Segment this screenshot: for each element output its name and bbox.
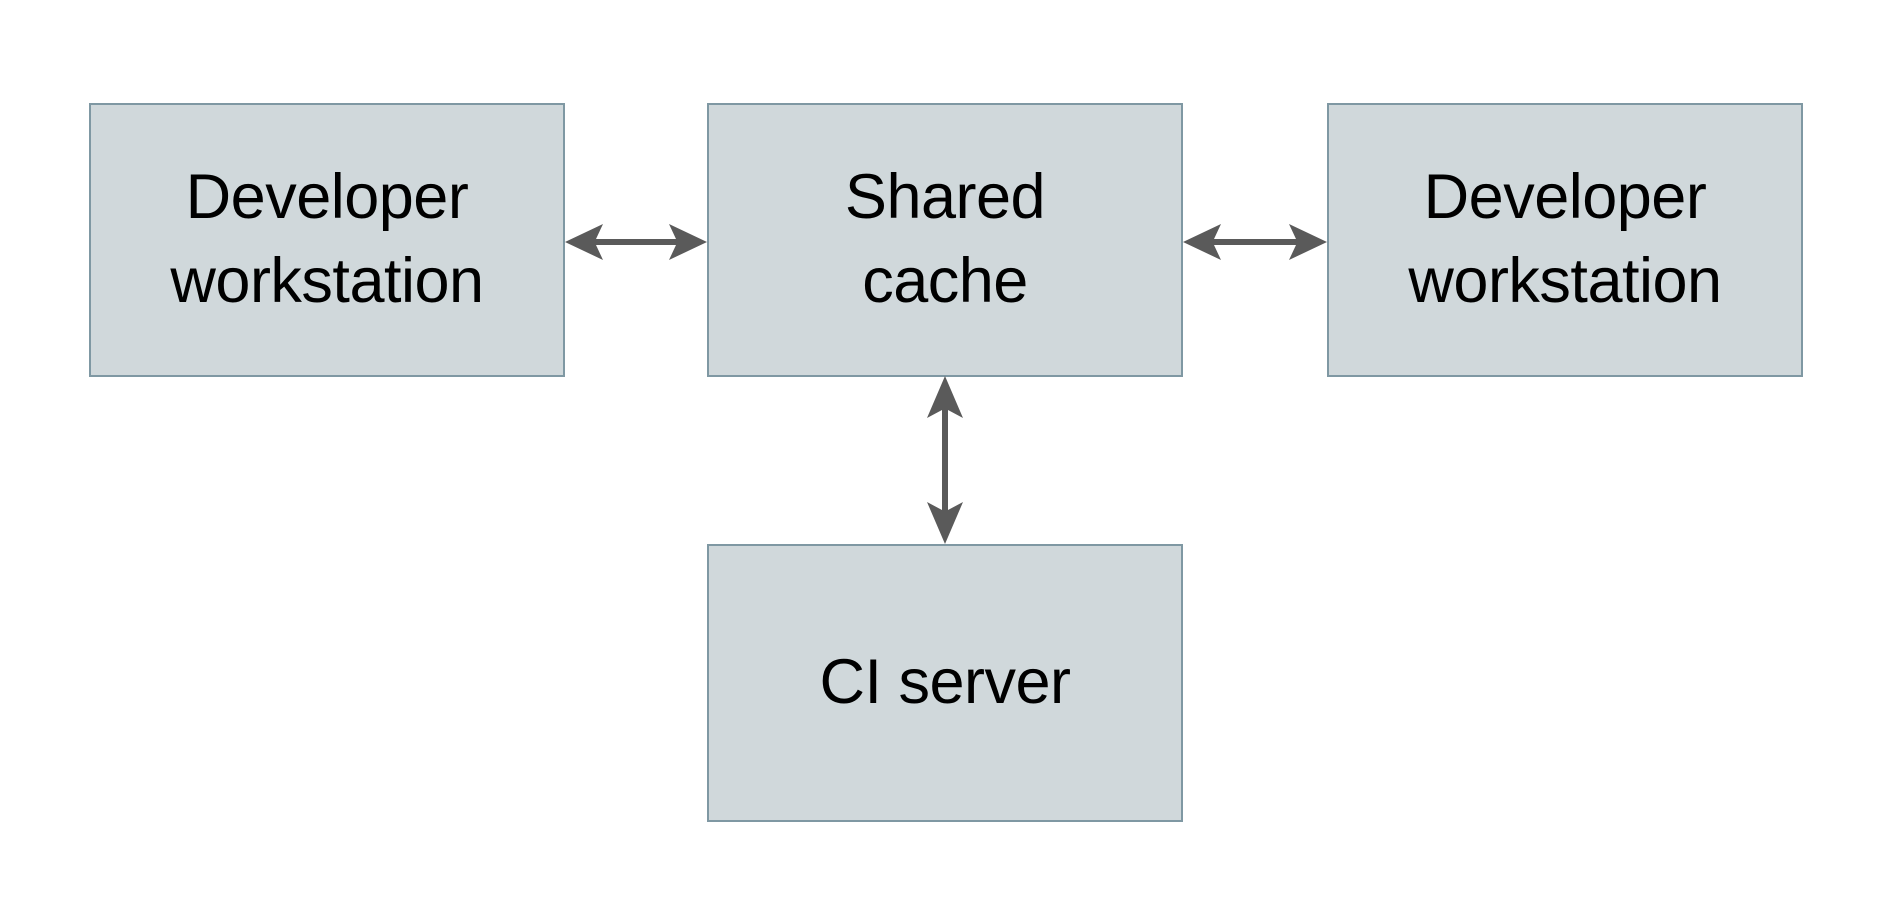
node-developer-workstation-right[interactable]: Developer workstation (1327, 103, 1803, 377)
connector-shared-cache-to-dev-right[interactable] (1181, 211, 1329, 273)
double-arrow-icon (1183, 224, 1327, 260)
double-arrow-icon (927, 376, 963, 544)
node-label: Developer workstation (1408, 162, 1722, 316)
double-arrow-icon (565, 224, 707, 260)
node-label: CI server (819, 647, 1071, 718)
node-developer-workstation-left[interactable]: Developer workstation (89, 103, 565, 377)
node-ci-server[interactable]: CI server (707, 544, 1183, 822)
node-label: Shared cache (844, 162, 1046, 316)
connector-dev-left-to-shared-cache[interactable] (563, 211, 709, 273)
node-shared-cache[interactable]: Shared cache (707, 103, 1183, 377)
node-label: Developer workstation (170, 162, 484, 316)
connector-shared-cache-to-ci-server[interactable] (914, 374, 976, 546)
